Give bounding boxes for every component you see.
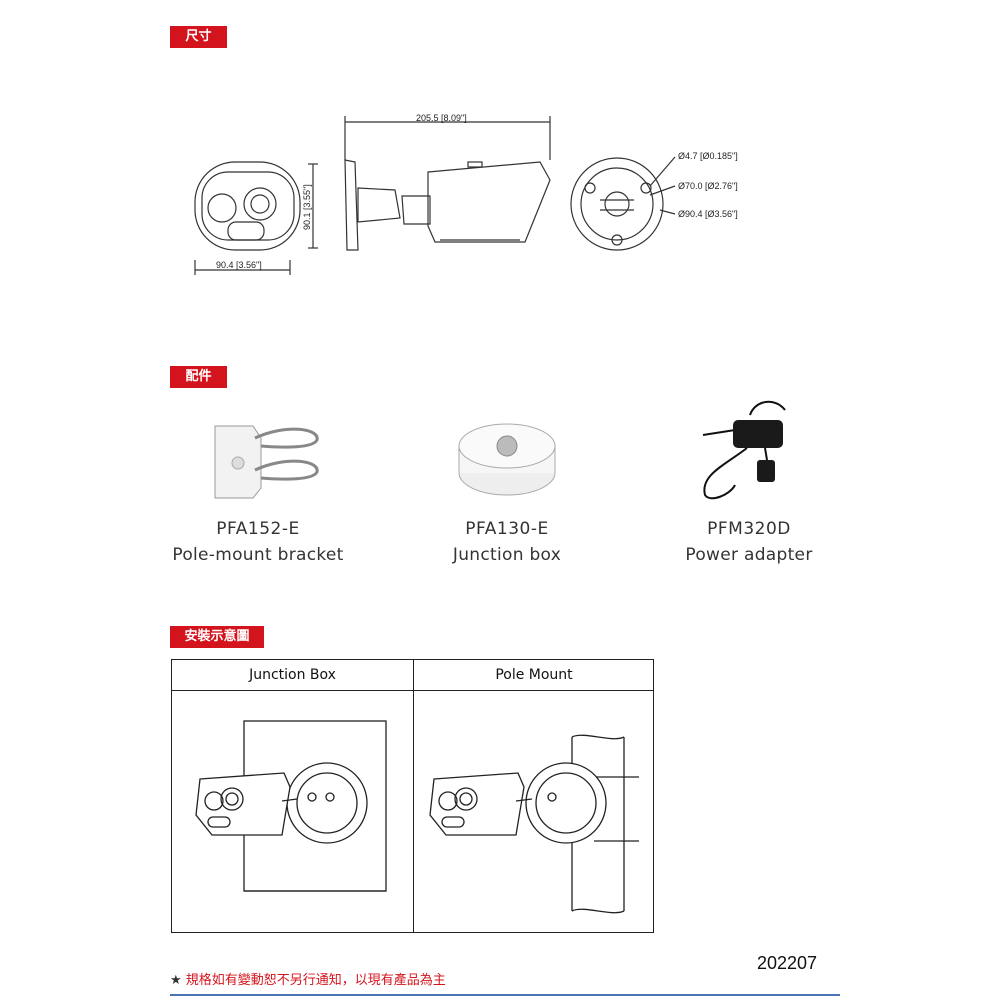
table-column-divider [413,660,414,932]
junction-box-image [458,423,556,496]
footer-rule [170,994,840,996]
front-height-label: 90.1 [3.55"] [302,184,312,230]
accessory-model-1: PFA152-E [216,519,300,539]
back-outer-label: Ø90.4 [Ø3.56"] [678,209,738,219]
footer-note-text: 規格如有變動恕不另行通知，以現有產品為主 [185,973,446,988]
back-hole-label: Ø4.7 [Ø0.185"] [678,151,738,161]
side-length-label: 205.5 [8.09"] [416,113,467,123]
pole-mount-bracket-image [214,425,319,499]
table-header-pole-mount: Pole Mount [495,667,573,683]
accessory-desc-3: Power adapter [685,545,813,565]
accessory-desc-1: Pole-mount bracket [172,545,344,565]
section-tag-dimensions: 尺寸 [170,26,227,48]
front-view [194,161,318,275]
junction-box-install-diagram [195,720,387,892]
accessory-model-3: PFM320D [707,519,791,539]
document-code: 202207 [757,953,818,973]
accessory-desc-2: Junction box [452,545,562,565]
back-inner-label: Ø70.0 [Ø2.76"] [678,181,738,191]
footer-note: ★ 規格如有變動恕不另行通知，以現有產品為主 [170,969,446,988]
power-adapter-image [702,400,786,500]
installation-table: Junction Box Pole Mount [171,659,654,933]
back-view [570,156,676,251]
pole-mount-install-diagram [429,734,639,914]
section-tag-accessories: 配件 [170,366,227,388]
section-tag-installation: 安裝示意圖 [170,626,264,648]
star-icon: ★ [170,973,182,988]
front-width-label: 90.4 [3.56"] [216,260,262,270]
accessory-model-2: PFA130-E [465,519,549,539]
table-header-divider [172,690,653,691]
dimension-drawing: 90.1 [3.55"] 90.4 [3.56"] 205.5 [8.09"] … [194,113,738,275]
side-view [344,116,551,251]
table-header-junction-box: Junction Box [249,667,336,683]
